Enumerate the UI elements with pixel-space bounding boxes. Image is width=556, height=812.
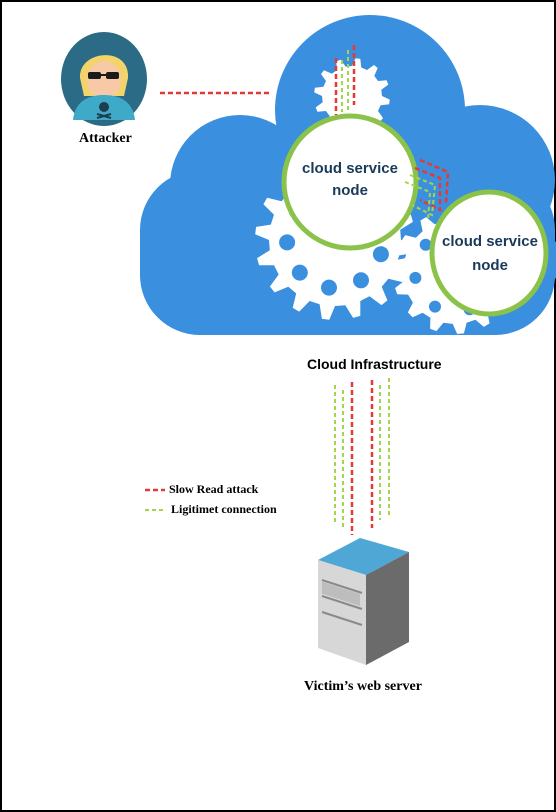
server-icon — [318, 538, 409, 665]
node-bridge-lines — [404, 158, 450, 221]
server-lines — [334, 378, 390, 535]
victim-server-label: Victim’s web server — [304, 679, 422, 694]
node-2-label: cloud service node — [442, 233, 538, 274]
attacker-avatar-icon — [61, 32, 147, 126]
legend-legit-label: Ligitimet connection — [171, 502, 277, 516]
node-1-label: cloud service node — [302, 160, 398, 199]
attacker-label: Attacker — [79, 131, 132, 146]
cloud-service-node-2 — [429, 189, 549, 317]
gear-top-icon — [314, 58, 390, 134]
attack-lines-top — [334, 45, 356, 115]
legend-attack-label: Slow Read attack — [169, 482, 259, 496]
cloud-service-node-1 — [281, 113, 419, 251]
cloud-infrastructure-label: Cloud Infrastructure — [307, 356, 442, 372]
